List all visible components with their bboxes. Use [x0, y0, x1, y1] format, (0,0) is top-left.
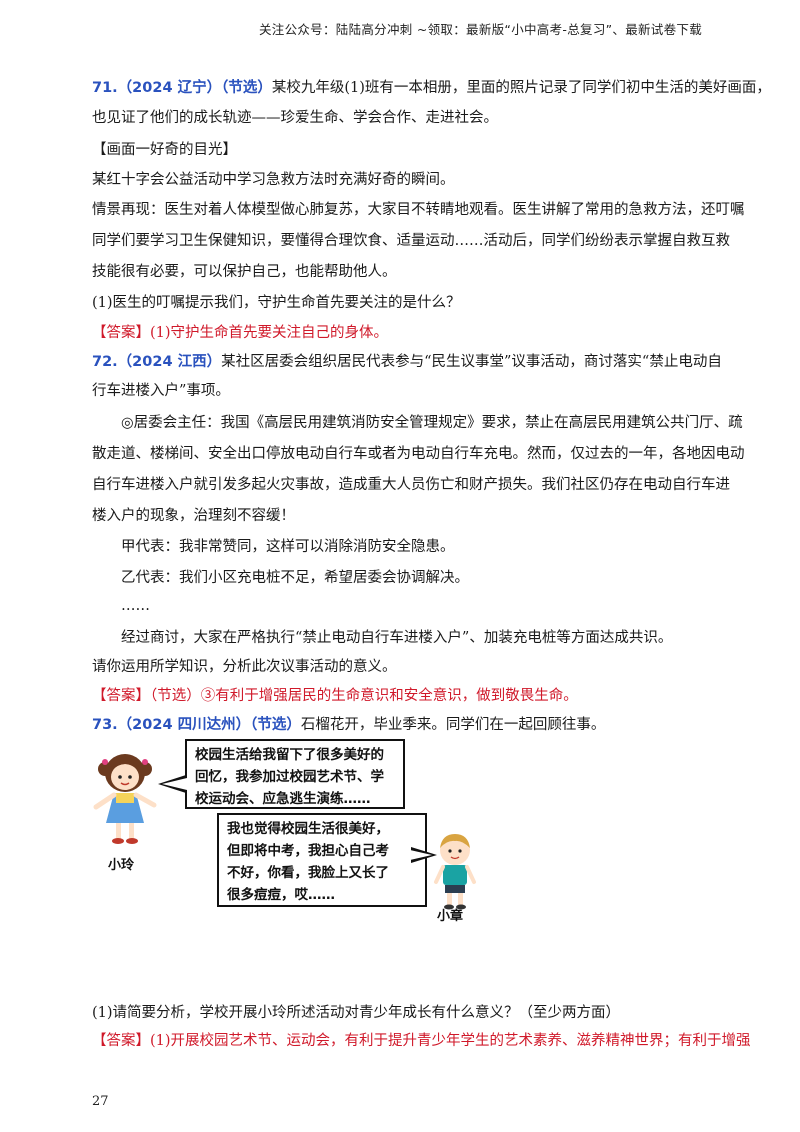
q71-situation-3: 技能很有必要，可以保护自己，也能帮助他人。 — [92, 264, 397, 280]
comic-illustration: 小玲 校园生活给我留下了很多美好的 回忆，我参加过校园艺术节、学 校运动会、应急… — [92, 735, 512, 935]
q71-situation-2: 同学们要学习卫生保健知识，要懂得合理饮食、适量运动……活动后，同学们纷纷表示掌握… — [92, 233, 730, 249]
q71-section-heading: 【画面一好奇的目光】 — [92, 142, 237, 158]
bubble2-tail-inner — [410, 850, 432, 860]
girl-name-label: 小玲 — [108, 858, 135, 873]
bubble1-tail-inner — [162, 778, 187, 790]
q72-ellipsis: …… — [121, 598, 150, 614]
boy-figure-icon — [434, 834, 476, 910]
speech-bubble-xiaoling: 校园生活给我留下了很多美好的 回忆，我参加过校园艺术节、学 校运动会、应急逃生演… — [185, 739, 405, 809]
girl-figure-icon — [93, 754, 157, 844]
q71-intro-2: 也见证了他们的成长轨迹——珍爱生命、学会合作、走进社会。 — [92, 110, 498, 126]
q72-rep-b: 乙代表：我们小区充电桩不足，希望居委会协调解决。 — [121, 570, 469, 586]
page-number: 27 — [92, 1094, 109, 1109]
q72-paragraph-4: 楼入户的现象，治理刻不容缓！ — [92, 508, 295, 524]
q71-intro: 71.（2024 辽宁）（节选）某校九年级(1)班有一本相册，里面的照片记录了同… — [92, 80, 771, 96]
speech-bubble-xiaozhang: 我也觉得校园生活很美好， 但即将中考，我担心自己考 不好，你看，我脸上又长了 很… — [217, 813, 427, 907]
q71-question: (1)医生的叮嘱提示我们，守护生命首先要关注的是什么？ — [92, 295, 461, 311]
q72-paragraph-2: 散走道、楼梯间、安全出口停放电动自行车或者为电动自行车充电。然而，仅过去的一年，… — [92, 446, 745, 462]
q71-number: 71.（2024 辽宁）（节选） — [92, 80, 272, 96]
q72-question: 请你运用所学知识，分析此次议事活动的意义。 — [92, 659, 397, 675]
q73-question: (1)请简要分析，学校开展小玲所述活动对青少年成长有什么意义？（至少两方面） — [92, 1005, 621, 1021]
q71-scene: 某红十字会公益活动中学习急救方法时充满好奇的瞬间。 — [92, 172, 455, 188]
q72-intro: 72.（2024 江西）某社区居委会组织居民代表参与“民生议事堂”议事活动，商讨… — [92, 354, 722, 370]
q73-number: 73.（2024 四川达州）（节选） — [92, 717, 301, 733]
q71-answer: 【答案】(1)守护生命首先要关注自己的身体。 — [92, 325, 389, 341]
q72-paragraph-1: ◎居委会主任：我国《高层民用建筑消防安全管理规定》要求，禁止在高层民用建筑公共门… — [121, 415, 743, 431]
q71-situation-1: 情景再现：医生对着人体模型做心肺复苏，大家目不转睛地观看。医生讲解了常用的急救方… — [92, 202, 745, 218]
q73-intro: 73.（2024 四川达州）（节选）石榴花开，毕业季来。同学们在一起回顾往事。 — [92, 717, 606, 733]
q73-answer: 【答案】(1)开展校园艺术节、运动会，有利于提升青少年学生的艺术素养、滋养精神世… — [92, 1033, 751, 1049]
q72-answer: 【答案】（节选）③有利于增强居民的生命意识和安全意识，做到敬畏生命。 — [92, 688, 578, 704]
q72-paragraph-3: 自行车进楼入户就引发多起火灾事故，造成重大人员伤亡和财产损失。我们社区仍存在电动… — [92, 477, 730, 493]
q72-number: 72.（2024 江西） — [92, 354, 222, 370]
q72-result: 经过商讨，大家在严格执行“禁止电动自行车进楼入户”、加装充电桩等方面达成共识。 — [121, 630, 673, 646]
boy-name-label: 小章 — [437, 909, 464, 924]
q72-rep-a: 甲代表：我非常赞同，这样可以消除消防安全隐患。 — [121, 539, 455, 555]
q72-intro-2: 行车进楼入户”事项。 — [92, 383, 230, 399]
page-header: 关注公众号：陆陆高分冲刺 ~领取：最新版“小中高考-总复习”、最新试卷下载 — [258, 22, 702, 37]
